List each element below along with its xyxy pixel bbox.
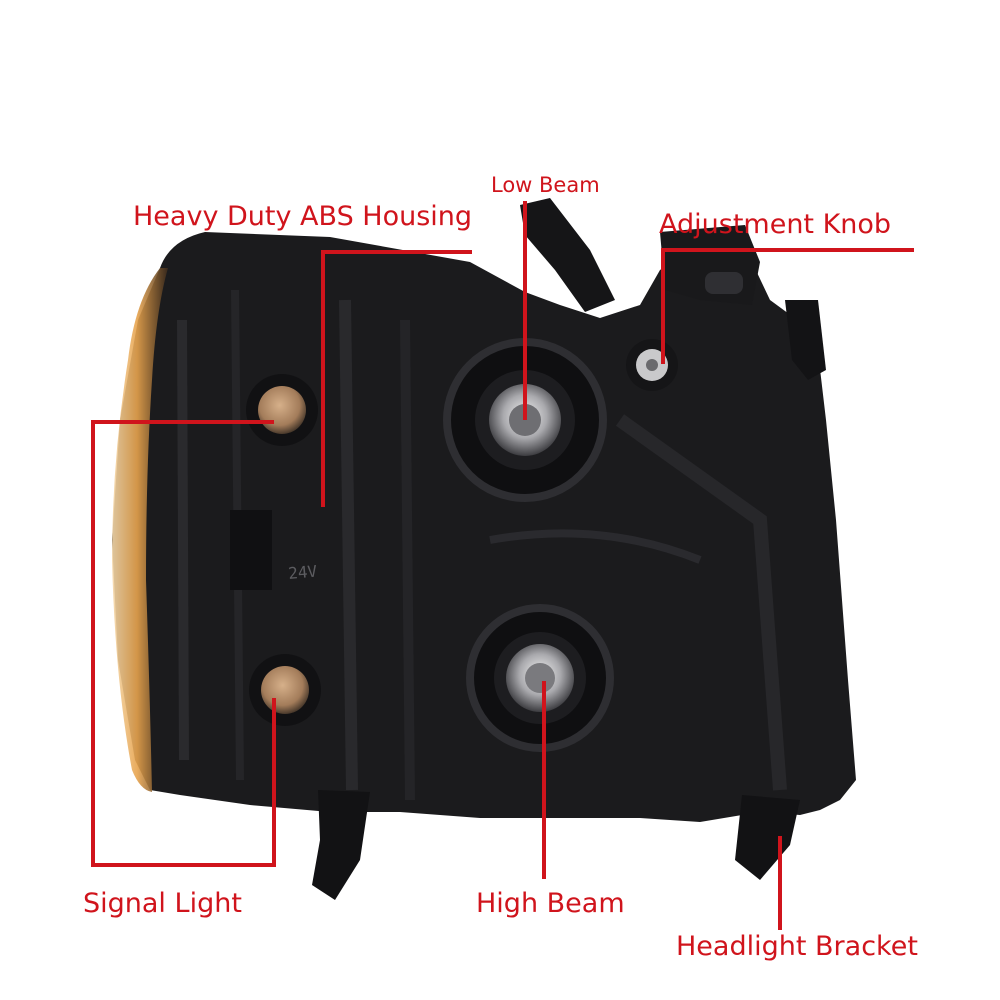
bottom-left-bracket bbox=[312, 790, 370, 900]
label-high-beam: High Beam bbox=[476, 888, 625, 919]
label-adjustment-knob: Adjustment Knob bbox=[659, 209, 892, 240]
headlight-bracket-tab bbox=[735, 795, 800, 880]
upper-mounting-tab bbox=[520, 198, 615, 312]
label-headlight-bracket: Headlight Bracket bbox=[676, 931, 918, 962]
leader-adjustment-knob bbox=[661, 248, 914, 364]
adjuster-slot bbox=[705, 272, 743, 294]
amber-side-lens bbox=[112, 268, 168, 792]
leader-heavy-duty-housing bbox=[321, 250, 472, 507]
signal-socket-upper bbox=[258, 386, 306, 434]
leader-signal-light bbox=[91, 420, 276, 867]
molded-voltage-text: 24V bbox=[287, 562, 318, 583]
label-low-beam: Low Beam bbox=[491, 173, 600, 197]
housing-body bbox=[112, 232, 856, 822]
label-heavy-duty-housing: Heavy Duty ABS Housing bbox=[133, 201, 473, 232]
label-signal-light: Signal Light bbox=[83, 888, 242, 919]
signal-socket-lower bbox=[261, 666, 309, 714]
